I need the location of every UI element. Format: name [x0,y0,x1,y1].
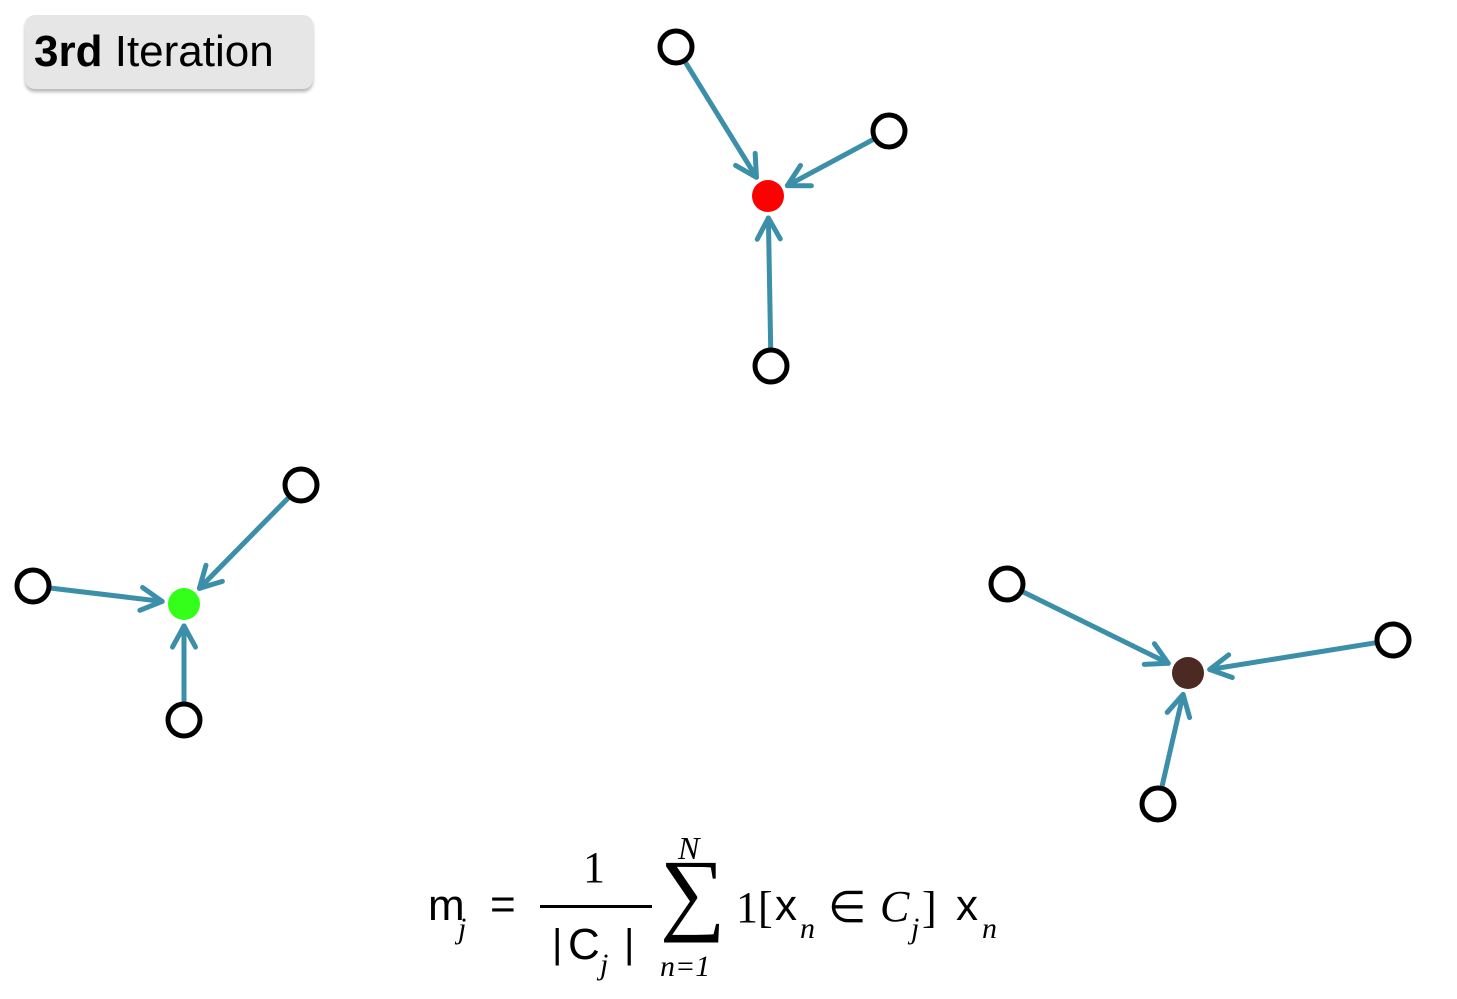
formula-x: x [775,881,797,930]
assignment-arrow-green-3 [169,623,199,706]
formula-set-subscript: j [911,912,920,945]
element-of-symbol: ∈ [828,883,867,932]
formula-set-c: C [880,882,910,931]
fraction-bar [540,905,652,908]
iteration-number: 3rd [34,27,103,76]
assignment-arrow-brown-1 [1019,589,1171,667]
formula-x2: x [956,881,978,930]
denominator-bar-left: | [552,922,563,966]
denominator-bar-right: | [624,922,635,966]
centroid-update-formula: m j = 1 | C j | N ∑ n=1 1[ x n ∈ C j ] x… [420,830,1020,992]
data-point-brown-1 [988,565,1026,603]
indicator-open: 1[ [736,883,773,932]
formula-equals: = [490,880,516,929]
assignment-arrow-brown-3 [1159,691,1193,790]
centroid-green [168,588,200,620]
data-point-brown-2 [1374,621,1412,659]
assignment-arrow-red-1 [682,58,759,180]
denominator-subscript: j [600,948,609,981]
centroid-red [752,180,784,212]
assignment-arrow-red-2 [784,136,877,189]
assignment-arrow-green-1 [196,494,292,591]
denominator-set: C [568,920,600,969]
sum-lower-limit: n=1 [660,950,711,983]
centroid-brown [1172,657,1204,689]
formula-x-subscript: n [800,912,815,945]
data-point-red-3 [752,347,790,385]
assignment-arrow-green-2 [47,584,165,613]
indicator-close: ] [922,883,937,932]
sum-symbol: ∑ [660,841,726,943]
assignment-arrow-red-3 [754,215,783,352]
sum-upper-limit: N [678,830,700,866]
formula-lhs: m [428,881,465,930]
centroids [168,180,1204,689]
iteration-badge: 3rd Iteration [25,15,313,89]
data-point-green-3 [165,701,203,739]
formula-x2-subscript: n [982,912,997,945]
data-point-brown-3 [1139,785,1177,823]
formula-lhs-subscript: j [458,912,467,945]
data-point-red-1 [657,28,695,66]
assignment-arrow-brown-2 [1207,640,1379,681]
data-points [14,28,1412,823]
assignment-edges [47,58,1379,790]
data-point-green-1 [282,466,320,504]
data-point-red-2 [870,112,908,150]
iteration-label: Iteration [114,27,274,76]
formula-numerator: 1 [583,843,605,892]
data-point-green-2 [14,567,52,605]
